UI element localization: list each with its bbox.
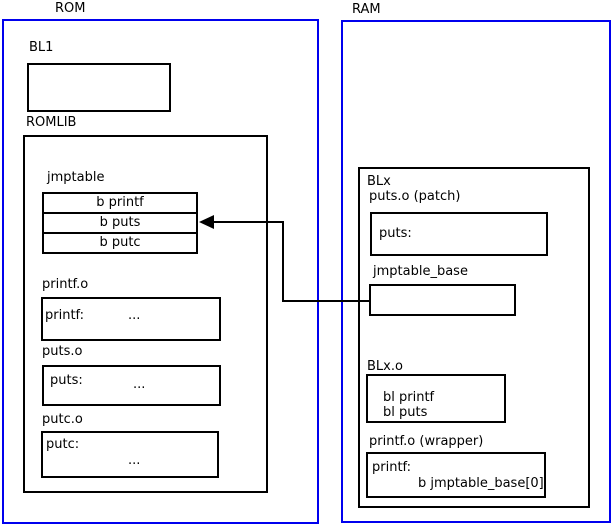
- jmptable-entry-b-puts: b puts: [42, 212, 198, 234]
- printf-o-label: printf.o: [42, 277, 89, 292]
- puts-patch-box: puts:: [370, 212, 548, 256]
- puts-patch-symbol: puts:: [379, 226, 412, 241]
- ram-title: RAM: [352, 2, 381, 17]
- jmptable-entry-b-putc: b putc: [42, 232, 198, 254]
- printf-wrapper-instruction: b jmptable_base[0]: [418, 476, 544, 491]
- printf-symbol: printf:: [45, 308, 85, 323]
- puts-ellipsis: ...: [133, 377, 146, 392]
- jmptable-base-box: [369, 284, 516, 316]
- jmptable-entry-b-printf: b printf: [42, 192, 198, 214]
- blx-label: BLx: [367, 174, 391, 189]
- printf-wrapper-symbol: printf:: [372, 460, 412, 475]
- bl1-box: [27, 63, 171, 112]
- puts-patch-label: puts.o (patch): [369, 189, 461, 204]
- jmptable-base-label: jmptable_base: [373, 264, 468, 279]
- printf-wrapper-label: printf.o (wrapper): [369, 434, 484, 449]
- printf-wrapper-box: printf: b jmptable_base[0]: [366, 452, 546, 498]
- jmptable-label: jmptable: [47, 170, 105, 185]
- romlib-label: ROMLIB: [26, 115, 77, 130]
- blx-o-box: bl printf bl puts: [366, 374, 506, 423]
- bl1-label: BL1: [29, 40, 54, 55]
- putc-o-label: putc.o: [42, 412, 83, 427]
- rom-title: ROM: [55, 1, 86, 16]
- blx-o-line1: bl printf: [383, 390, 435, 405]
- blx-o-line2: bl puts: [383, 405, 428, 420]
- puts-o-box: puts: ...: [42, 365, 221, 406]
- putc-symbol: putc:: [46, 437, 80, 452]
- putc-o-box: putc: ...: [41, 431, 219, 478]
- putc-ellipsis: ...: [128, 453, 141, 468]
- puts-symbol: puts:: [50, 373, 83, 388]
- printf-o-box: printf: ...: [41, 297, 221, 341]
- printf-ellipsis: ...: [128, 308, 141, 323]
- puts-o-label: puts.o: [42, 344, 83, 359]
- blx-o-label: BLx.o: [367, 359, 403, 374]
